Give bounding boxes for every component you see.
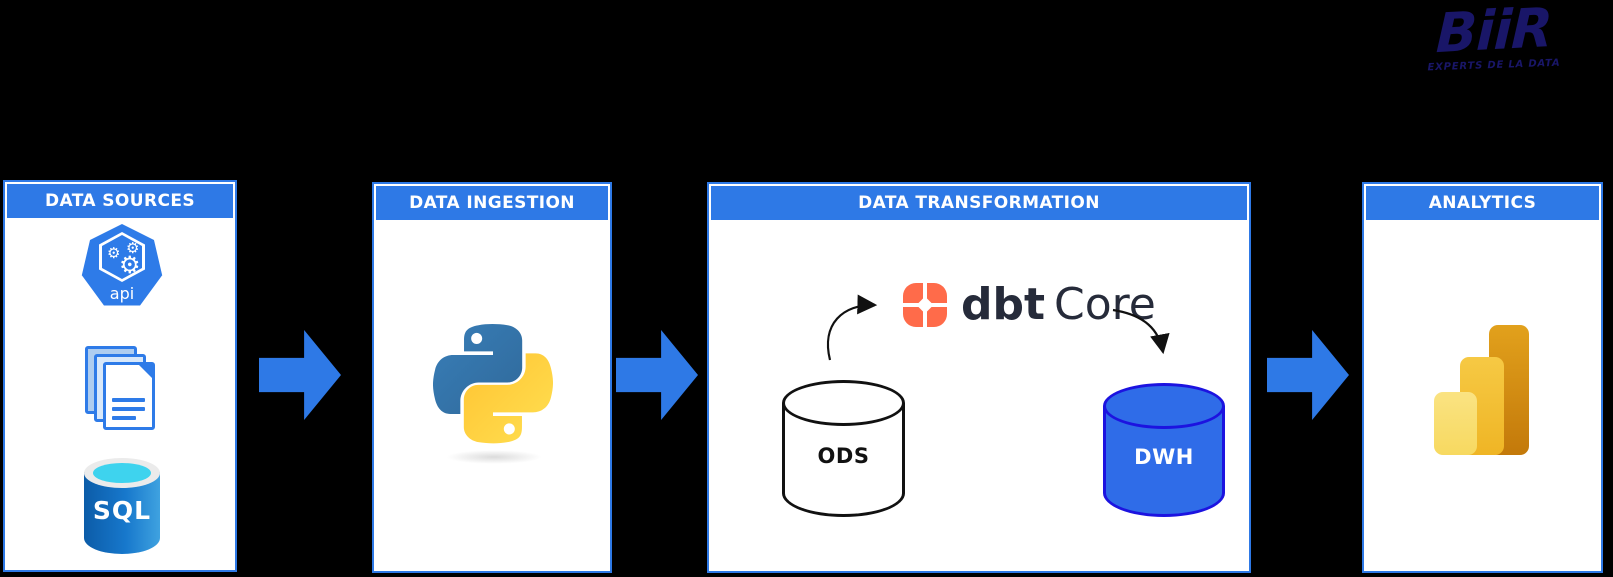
arrow-ods-to-dbt bbox=[827, 294, 878, 361]
gear-icon: ⚙ bbox=[119, 251, 141, 279]
flow-arrow bbox=[616, 330, 698, 420]
flow-arrow bbox=[259, 330, 341, 420]
stage-header: DATA TRANSFORMATION bbox=[711, 186, 1247, 220]
ods-label: ODS bbox=[817, 444, 870, 468]
api-icon: ⚙ ⚙ ⚙ api bbox=[81, 224, 163, 306]
documents-icon bbox=[85, 346, 159, 438]
stage-title: DATA SOURCES bbox=[44, 191, 196, 211]
arrow-dbt-to-dwh bbox=[1112, 308, 1170, 355]
api-label: api bbox=[109, 284, 135, 303]
stage-data-sources: DATA SOURCES ⚙ ⚙ ⚙ api bbox=[3, 180, 237, 572]
python-shadow bbox=[446, 450, 542, 464]
sql-label: SQL bbox=[92, 496, 152, 525]
stage-title: ANALYTICS bbox=[1428, 193, 1537, 213]
dbt-wordmark: dbt bbox=[961, 279, 1046, 330]
ods-cylinder: ODS bbox=[782, 380, 905, 517]
brand-logo: BiiR EXPERTS DE LA DATA bbox=[1409, 0, 1579, 73]
stage-title: DATA INGESTION bbox=[409, 193, 575, 213]
powerbi-bar-short bbox=[1434, 392, 1477, 455]
stage-title: DATA TRANSFORMATION bbox=[858, 193, 1100, 213]
stage-header: ANALYTICS bbox=[1366, 186, 1599, 220]
python-icon bbox=[433, 324, 553, 444]
gear-icon: ⚙ bbox=[126, 239, 140, 257]
sql-database-icon: SQL bbox=[84, 458, 160, 554]
dogear-fold bbox=[138, 365, 152, 379]
dwh-cylinder: DWH bbox=[1103, 383, 1225, 517]
stage-header: DATA SOURCES bbox=[7, 184, 233, 218]
transformation-flow-arrows bbox=[827, 294, 1170, 361]
gear-icon: ⚙ bbox=[107, 244, 121, 262]
dbt-icon bbox=[901, 281, 949, 329]
api-hexagon: ⚙ ⚙ ⚙ bbox=[99, 232, 145, 282]
flow-arrow bbox=[1267, 330, 1349, 420]
stage-analytics: ANALYTICS bbox=[1362, 182, 1603, 573]
dwh-label: DWH bbox=[1134, 445, 1194, 469]
stage-header: DATA INGESTION bbox=[376, 186, 608, 220]
brand-name: BiiR bbox=[1435, 0, 1553, 66]
stage-data-ingestion: DATA INGESTION bbox=[372, 182, 612, 573]
